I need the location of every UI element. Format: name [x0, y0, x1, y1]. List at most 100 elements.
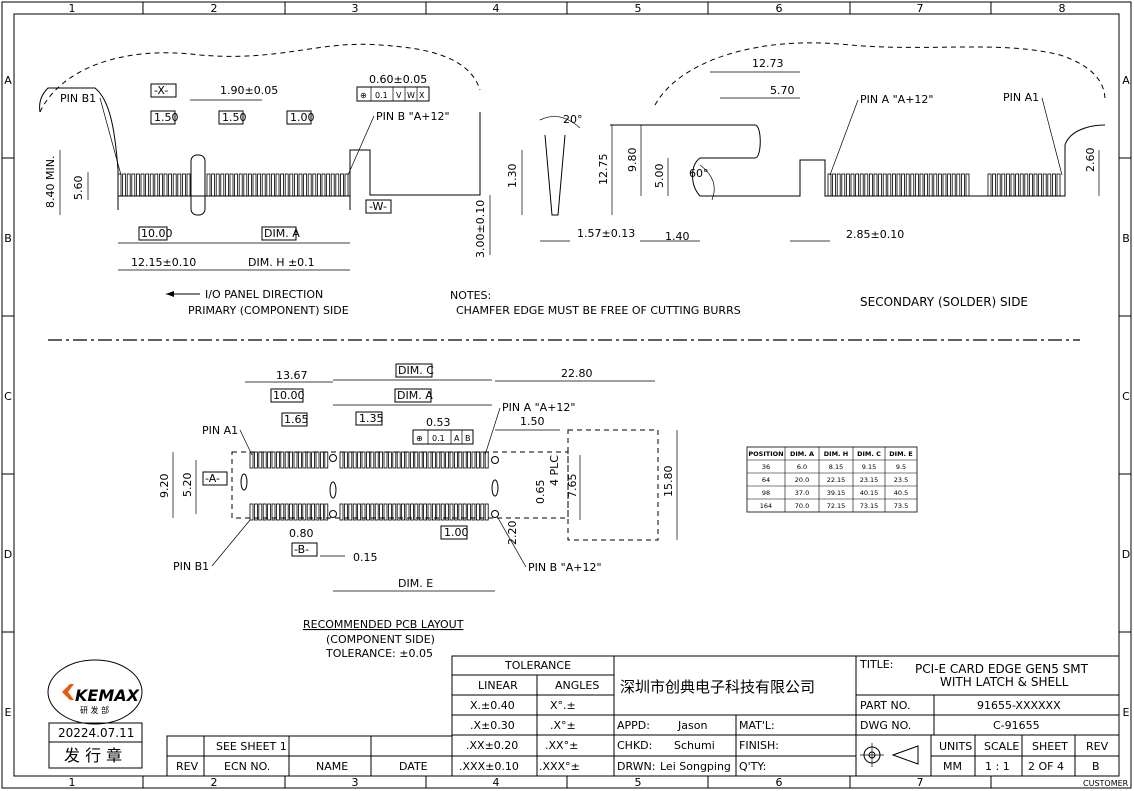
fcf-v: V	[396, 91, 402, 100]
primary-pad	[303, 173, 308, 197]
part-label: PART NO.	[860, 699, 910, 712]
secondary-pad	[859, 173, 864, 197]
pcb-pad-bottom	[361, 503, 366, 521]
pcb-pad-top	[471, 451, 476, 469]
dim-table-header: DIM. A	[790, 450, 814, 458]
dim-157: 1.57±0.13	[577, 227, 635, 240]
fcf-w: W	[407, 91, 415, 100]
primary-pad	[234, 173, 239, 197]
pcb-pad-bottom	[306, 503, 311, 521]
pcb-tolerance: TOLERANCE: ±0.05	[325, 647, 433, 660]
pcb-pad-top	[267, 451, 272, 469]
primary-pad	[140, 173, 145, 197]
primary-pad	[181, 173, 186, 197]
primary-pad	[220, 173, 225, 197]
pcb-pad-bottom	[423, 503, 428, 521]
appd-value: Jason	[677, 719, 707, 732]
pcb-pad-top	[374, 451, 379, 469]
pcb-pad-bottom	[365, 503, 370, 521]
dim-520: 5.20	[181, 473, 194, 498]
pcb-pad-top	[293, 451, 298, 469]
dim-080: 0.80	[289, 527, 314, 540]
pcb-pad-top	[271, 451, 276, 469]
dim-plc: 4 PLC	[548, 455, 561, 486]
col-3-top: 3	[352, 2, 359, 15]
see-sheet: SEE SHEET 1	[216, 740, 287, 753]
dim-130: 1.30	[506, 164, 519, 189]
primary-pad	[298, 173, 303, 197]
pcb-pad-top	[453, 451, 458, 469]
pcb-pin-b12: PIN B "A+12"	[528, 561, 602, 574]
stamp-brand: KEMAX	[75, 686, 140, 705]
chamfer-angle: 20°	[563, 113, 583, 126]
secondary-pad	[956, 173, 961, 197]
pcb-pad-bottom	[280, 503, 285, 521]
pcb-pad-bottom	[370, 503, 375, 521]
row-e-left: E	[5, 706, 12, 719]
primary-pad	[224, 173, 229, 197]
row-e-right: E	[1123, 706, 1130, 719]
stamp-label: 发 行 章	[64, 746, 122, 765]
secondary-pad	[850, 173, 855, 197]
pcb-pad-top	[370, 451, 375, 469]
primary-pad	[135, 173, 140, 197]
secondary-pad	[1033, 173, 1038, 197]
row-b-left: B	[4, 232, 12, 245]
pcb-pad-top	[302, 451, 307, 469]
primary-pad	[154, 173, 159, 197]
primary-pad	[131, 173, 136, 197]
secondary-pad	[1056, 173, 1061, 197]
dim-table-cell: 6.0	[797, 463, 807, 471]
dim-table-cell: 9.5	[896, 463, 906, 471]
pcb-pad-bottom	[258, 503, 263, 521]
box-150-b: 1.50	[222, 111, 247, 124]
primary-pad	[243, 173, 248, 197]
title-label: TITLE:	[859, 658, 893, 671]
pcb-pin-b1: PIN B1	[173, 560, 209, 573]
angles-header: ANGLES	[555, 679, 599, 692]
row-d-left: D	[4, 548, 12, 561]
date-header: DATE	[399, 760, 428, 773]
secondary-pad	[896, 173, 901, 197]
pcb-pad-top	[423, 451, 428, 469]
secondary-pad	[965, 173, 970, 197]
pcb-pad-top	[431, 451, 436, 469]
pcb-pad-top	[348, 451, 353, 469]
grid-bottom: 1 2 3 4 5 6 7	[69, 776, 992, 789]
box-165: 1.65	[284, 413, 309, 426]
secondary-pad	[864, 173, 869, 197]
angle-60: 60°	[689, 167, 709, 180]
pcb-pad-bottom	[311, 503, 316, 521]
secondary-pad	[915, 173, 919, 197]
ang-row-1: X°.±	[550, 699, 576, 712]
release-stamp: KEMAX 研 发 部 20224.07.11 发 行 章	[47, 659, 143, 769]
dim-table-cell: 23.5	[894, 476, 908, 484]
dim-1273: 12.73	[752, 57, 784, 70]
secondary-pad	[1019, 173, 1024, 197]
units-label: UNITS	[939, 740, 972, 753]
pcb-pad-top	[306, 451, 311, 469]
dim-1215: 12.15±0.10	[131, 256, 196, 269]
qty-label: Q'TY:	[739, 760, 766, 773]
pcb-pad-bottom	[319, 503, 324, 521]
pcb-pin-a12: PIN A "A+12"	[502, 401, 575, 414]
pcb-pad-top	[357, 451, 362, 469]
dim-220: 2.20	[506, 521, 519, 546]
primary-pad	[326, 173, 331, 197]
pcb-pads	[249, 451, 489, 521]
col-4-top: 4	[493, 2, 500, 15]
sheet-label: SHEET	[1032, 740, 1068, 753]
ang-row-3: .XX°±	[545, 739, 578, 752]
secondary-pad	[910, 173, 915, 197]
pcb-pad-bottom	[431, 503, 436, 521]
pcb-pad-bottom	[343, 503, 348, 521]
dim-table-cell: 40.15	[860, 489, 879, 497]
pcb-pad-bottom	[401, 503, 406, 521]
scale-value: 1 : 1	[985, 760, 1010, 773]
notes-text: CHAMFER EDGE MUST BE FREE OF CUTTING BUR…	[456, 304, 741, 317]
dim-table-cell: 23.15	[860, 476, 879, 484]
dim-h: DIM. H ±0.1	[248, 256, 315, 269]
linear-header: LINEAR	[478, 679, 518, 692]
primary-pad	[229, 173, 234, 197]
primary-pad	[307, 173, 312, 197]
